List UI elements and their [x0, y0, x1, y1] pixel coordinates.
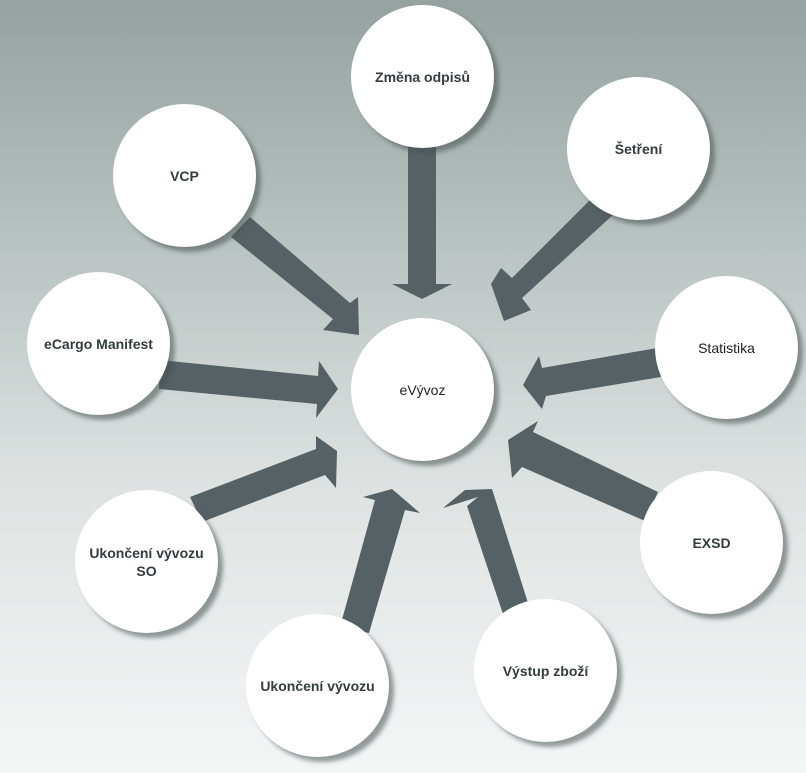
arrow-ukonceni-vyvozu [340, 489, 420, 633]
arrow-ukonceni-vyvozu-so [190, 436, 337, 522]
node-setreni: Šetření [567, 77, 710, 220]
node-ukonceni-vyvozu-so: Ukončení vývozu SO [75, 490, 218, 633]
node-vystup-zbozi: Výstup zboží [474, 599, 617, 742]
arrow-vcp [231, 217, 359, 335]
node-ukonceni-vyvozu: Ukončení vývozu [246, 614, 389, 757]
arrow-zmena-odpisu [392, 146, 452, 299]
node-ecargo-manifest: eCargo Manifest [27, 272, 170, 415]
arrow-ecargo-manifest [159, 360, 338, 418]
arrow-exsd [508, 421, 658, 521]
node-zmena-odpisu: Změna odpisů [351, 5, 494, 148]
arrow-setreni [491, 196, 614, 321]
node-vcp: VCP [113, 104, 256, 247]
node-exsd: EXSD [640, 471, 783, 614]
node-statistika: Statistika [655, 276, 798, 419]
center-node-evyvoz: eVývoz [351, 318, 494, 461]
arrow-statistika [523, 348, 661, 409]
arrow-vystup-zbozi [443, 489, 528, 614]
